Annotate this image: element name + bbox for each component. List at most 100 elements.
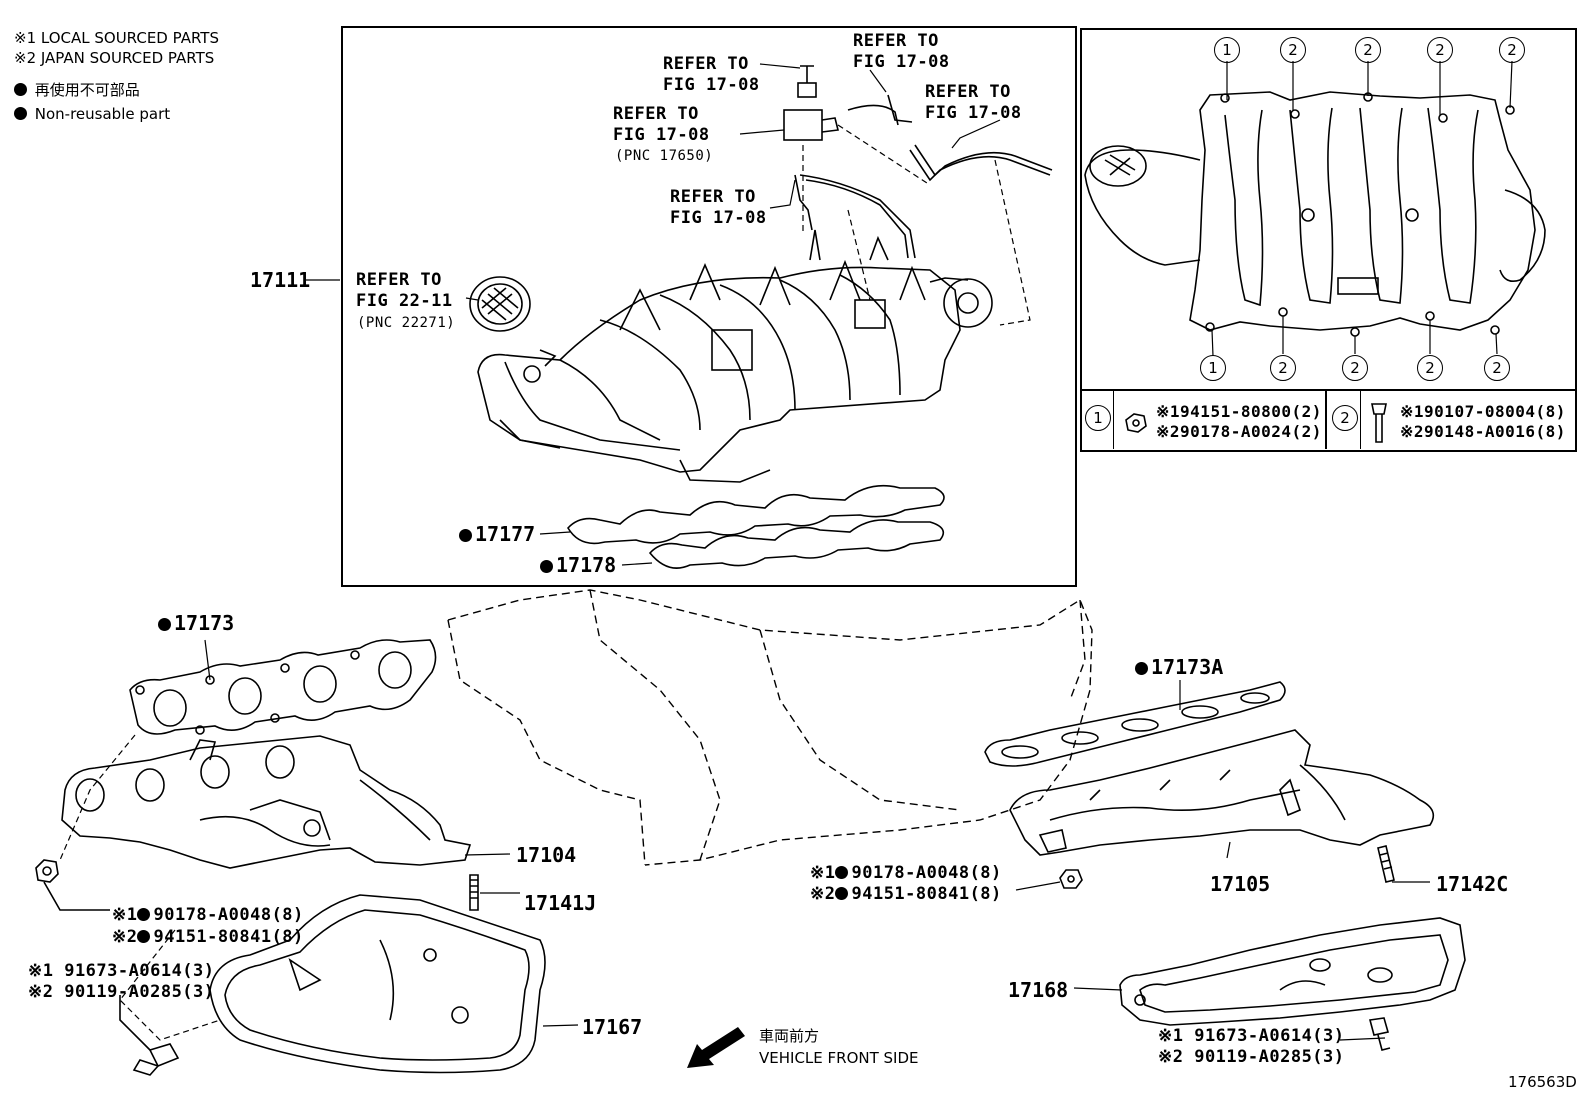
part-17141j: 17141J (524, 891, 597, 915)
refer-pnc-22271: (PNC 22271) (357, 315, 456, 331)
left-exhaust-dashed-leaders (59, 734, 221, 1041)
part-17104: 17104 (516, 843, 577, 867)
right-nut-local: ※1 90178-A0048(8) (810, 865, 1002, 882)
right-nut-drawing (1059, 869, 1083, 889)
intake-manifold-drawing (477, 229, 993, 483)
legend-non-reusable-jp-text: 再使用不可部品 (34, 81, 140, 99)
left-bolt-local: ※1 91673-A0614(3) (28, 961, 215, 981)
right-heat-insulator-drawing (1119, 917, 1466, 1026)
refer-fig-22-11: REFER TO FIG 22-11 (356, 270, 453, 311)
marker-2-bottom-b: 2 (1342, 355, 1368, 381)
vehicle-front-jp: 車両前方 (759, 1027, 820, 1045)
legend-japan-sourced: ※2 JAPAN SOURCED PARTS (14, 49, 215, 67)
left-nut-japan: ※2 94151-80841(8) (112, 929, 304, 946)
bolt-table-marker-col-1 (1113, 390, 1114, 449)
left-nut-japan-pn: 94151-80841(8) (153, 927, 304, 947)
right-nut-japan-mark: ※2 (810, 884, 836, 904)
left-exhaust-manifold-drawing (61, 735, 472, 869)
marker-2-bottom-a: 2 (1270, 355, 1296, 381)
top-view-leaders (1211, 60, 1513, 357)
right-bolt-local: ※1 91673-A0614(3) (1158, 1026, 1345, 1046)
refer-fig-17-08-a: REFER TO FIG 17-08 (663, 54, 760, 95)
left-stud-drawing (469, 874, 479, 911)
legend-local-sourced: ※1 LOCAL SOURCED PARTS (14, 29, 219, 47)
left-exhaust-gasket-drawing (129, 639, 437, 735)
vsv-and-hoses-drawing (783, 65, 1053, 259)
legend-non-reusable-en: Non-reusable part (14, 107, 170, 122)
bolt-table-separator (1325, 390, 1327, 449)
table-row1-japan: ※290178-A0024(2) (1156, 422, 1322, 441)
refer-pnc-17650: (PNC 17650) (615, 148, 714, 164)
left-nut-local: ※1 90178-A0048(8) (112, 907, 304, 924)
table-nut-icon (1125, 413, 1147, 433)
marker-2-bottom-c: 2 (1417, 355, 1443, 381)
marker-2-top-d: 2 (1499, 37, 1525, 63)
non-reusable-dot-icon (540, 560, 553, 573)
part-17178-number: 17178 (556, 553, 617, 577)
vehicle-front-en: VEHICLE FRONT SIDE (759, 1049, 919, 1067)
marker-2-top-b: 2 (1355, 37, 1381, 63)
vehicle-front-arrow (687, 1027, 745, 1068)
engine-block-outline (447, 589, 1093, 866)
right-nut-japan: ※2 94151-80841(8) (810, 886, 1002, 903)
right-nut-japan-pn: 94151-80841(8) (851, 884, 1002, 904)
right-bolt-japan: ※2 90119-A0285(3) (1158, 1047, 1345, 1067)
non-reusable-dot-icon (835, 887, 849, 900)
table-marker-2: 2 (1332, 405, 1358, 431)
part-17178: 17178 (540, 555, 616, 575)
part-17111: 17111 (250, 268, 311, 292)
non-reusable-dot-icon (1135, 662, 1148, 675)
left-nut-japan-mark: ※2 (112, 927, 138, 947)
left-nut-local-mark: ※1 (112, 905, 138, 925)
marker-2-top-a: 2 (1280, 37, 1306, 63)
vsv-dashed-leaders (802, 124, 1031, 326)
part-17173a-number: 17173A (1151, 655, 1224, 679)
table-row2-local: ※190107-08004(8) (1400, 402, 1566, 421)
bolt-table-marker-col-2 (1360, 390, 1361, 449)
right-exhaust-manifold-drawing (1009, 729, 1435, 856)
left-nut-drawing (35, 859, 110, 911)
table-row1-local: ※194151-80800(2) (1156, 402, 1322, 421)
right-nut-local-pn: 90178-A0048(8) (851, 863, 1002, 883)
table-row2-japan: ※290148-A0016(8) (1400, 422, 1566, 441)
non-reusable-dot-icon (137, 930, 151, 943)
intake-manifold-top-view (1084, 91, 1546, 337)
part-17173a: 17173A (1135, 657, 1223, 677)
part-17142c: 17142C (1436, 872, 1509, 896)
intake-gaskets-drawing (567, 484, 945, 569)
non-reusable-dot-icon (137, 908, 151, 921)
figure-id: 176563D (1508, 1073, 1577, 1091)
intake-manifold-box (341, 26, 1077, 587)
marker-1-top: 1 (1214, 37, 1240, 63)
part-17105: 17105 (1210, 872, 1271, 896)
throttle-gasket-drawing (469, 276, 531, 332)
refer-fig-17-08-c: REFER TO FIG 17-08 (613, 104, 710, 145)
refer-fig-17-08-b: REFER TO FIG 17-08 (853, 31, 950, 72)
bolt-table-divider (1080, 389, 1575, 391)
part-17173: 17173 (158, 613, 234, 633)
left-nut-local-pn: 90178-A0048(8) (153, 905, 304, 925)
legend-non-reusable-jp: 再使用不可部品 (14, 83, 140, 98)
part-17167: 17167 (582, 1015, 643, 1039)
left-bolt-japan: ※2 90119-A0285(3) (28, 982, 215, 1002)
part-17173-number: 17173 (174, 611, 235, 635)
marker-1-bottom: 1 (1200, 355, 1226, 381)
part-17177-number: 17177 (475, 522, 536, 546)
left-heat-insulator-drawing (209, 894, 546, 1074)
left-bolt-drawing (119, 995, 180, 1076)
right-exhaust-gasket-drawing (984, 681, 1286, 767)
right-stud-drawing (1377, 845, 1395, 883)
right-nut-local-mark: ※1 (810, 863, 836, 883)
table-bolt-icon (1371, 403, 1387, 443)
bolt-reference-box (1080, 28, 1577, 452)
leader-lines (204, 63, 1430, 1041)
legend-non-reusable-en-text: Non-reusable part (34, 105, 171, 123)
marker-2-top-c: 2 (1427, 37, 1453, 63)
table-marker-1: 1 (1085, 405, 1111, 431)
refer-fig-17-08-d: REFER TO FIG 17-08 (925, 82, 1022, 123)
non-reusable-dot-icon (14, 83, 27, 96)
non-reusable-dot-icon (158, 618, 171, 631)
part-17177: 17177 (459, 524, 535, 544)
